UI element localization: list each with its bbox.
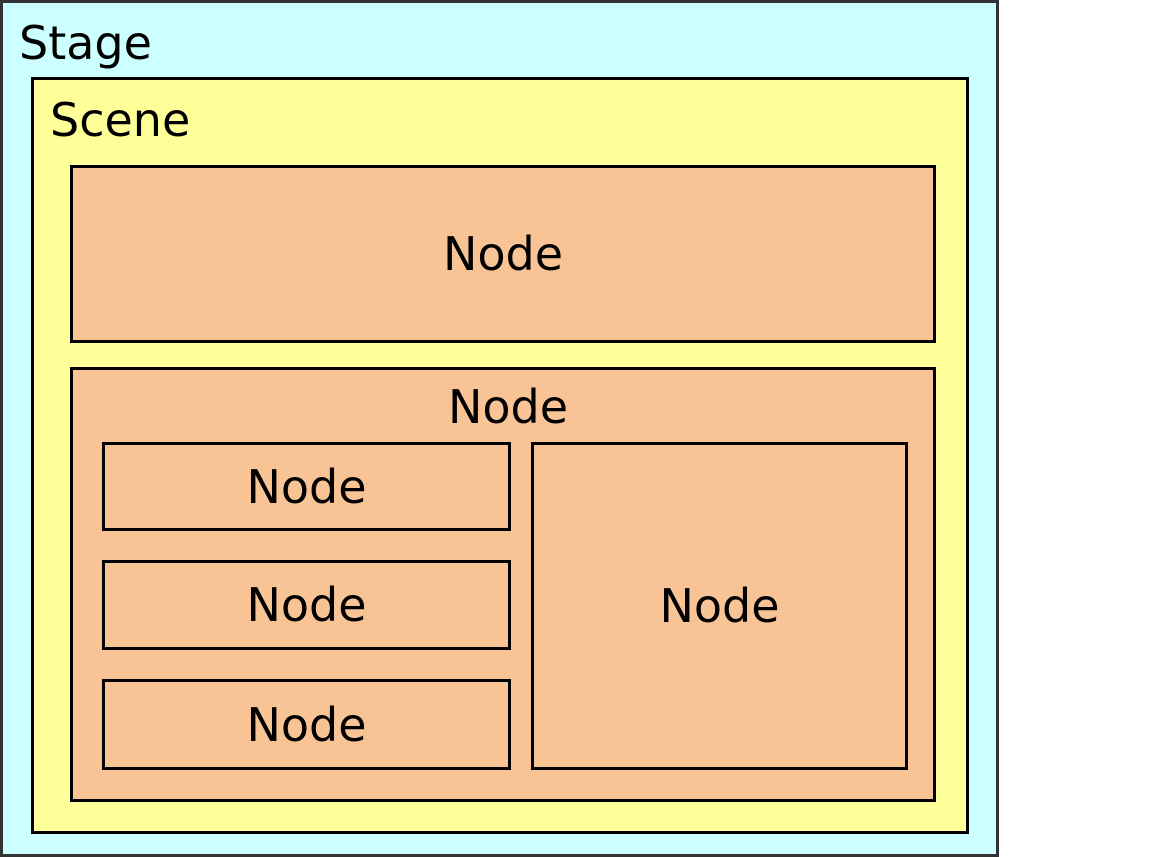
node-child-4: Node [531,442,908,770]
node-child-1: Node [102,442,511,531]
node-child-2: Node [102,560,511,650]
stage-label: Stage [19,16,152,70]
node-top: Node [70,165,936,343]
node-top-label: Node [442,227,564,281]
node-child-3: Node [102,679,511,770]
node-child-4-label: Node [659,579,780,633]
node-group-label: Node [447,380,569,434]
node-child-3-label: Node [246,697,367,752]
node-child-1-label: Node [246,459,367,514]
scene-label: Scene [50,93,191,147]
node-child-2-label: Node [246,578,367,632]
